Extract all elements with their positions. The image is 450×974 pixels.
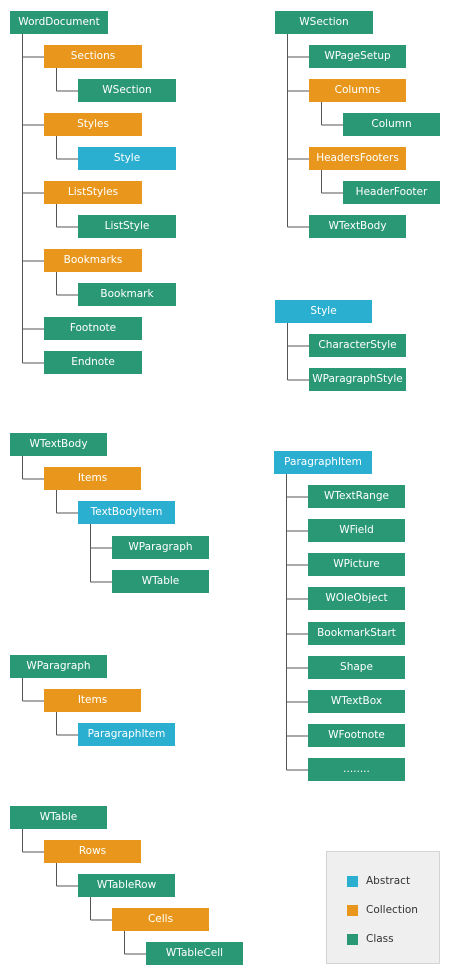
node-styles: Styles	[44, 113, 142, 136]
node-shape: Shape	[308, 656, 405, 679]
node-rows: Rows	[44, 840, 141, 863]
node-wsection: WSection	[78, 79, 176, 102]
node-wpagesetup: WPageSetup	[309, 45, 406, 68]
node-bookmark: Bookmark	[78, 283, 176, 306]
legend-swatch-abstract	[347, 875, 358, 887]
node-liststyles: ListStyles	[44, 181, 142, 204]
node-ellipsis: ........	[308, 758, 405, 781]
node-endnote: Endnote	[44, 351, 142, 374]
node-wpicture: WPicture	[308, 553, 405, 576]
node-wparagraph: WParagraph	[112, 536, 209, 559]
node-items: Items	[44, 467, 141, 490]
legend-item-abstract: Abstract	[347, 875, 410, 887]
node-woleobject: WOleObject	[308, 587, 405, 610]
node-worddocument: WordDocument	[10, 11, 108, 34]
node-wparagraphstyle: WParagraphStyle	[309, 368, 406, 391]
node-characterstyle: CharacterStyle	[309, 334, 406, 357]
node-sections: Sections	[44, 45, 142, 68]
node-wfootnote: WFootnote	[308, 724, 405, 747]
legend-label-collection: Collection	[366, 904, 418, 916]
node-paragraphitem: ParagraphItem	[274, 451, 372, 474]
node-wtablecell: WTableCell	[146, 942, 243, 965]
node-bookmarks: Bookmarks	[44, 249, 142, 272]
legend-swatch-class	[347, 933, 358, 945]
node-columns: Columns	[309, 79, 406, 102]
legend-label-abstract: Abstract	[366, 875, 411, 887]
node-wparagraph: WParagraph	[10, 655, 107, 678]
node-textbodyitem: TextBodyItem	[78, 501, 175, 524]
node-bookmarkstart: BookmarkStart	[308, 622, 405, 645]
node-headerfooter: HeaderFooter	[343, 181, 440, 204]
node-footnote: Footnote	[44, 317, 142, 340]
node-wtablerow: WTableRow	[78, 874, 175, 897]
node-style: Style	[78, 147, 176, 170]
legend-label-class: Class	[366, 933, 394, 945]
legend: Abstract Collection Class	[326, 851, 440, 964]
node-wsection: WSection	[275, 11, 373, 34]
node-items: Items	[44, 689, 141, 712]
node-cells: Cells	[112, 908, 209, 931]
legend-item-class: Class	[347, 933, 394, 945]
node-style: Style	[275, 300, 372, 323]
node-headersfooters: HeadersFooters	[309, 147, 406, 170]
node-liststyle: ListStyle	[78, 215, 176, 238]
node-wtextbody: WTextBody	[309, 215, 406, 238]
legend-item-collection: Collection	[347, 904, 418, 916]
node-wfield: WField	[308, 519, 405, 542]
node-wtextbody: WTextBody	[10, 433, 107, 456]
legend-swatch-collection	[347, 904, 358, 916]
node-column: Column	[343, 113, 440, 136]
node-paragraphitem: ParagraphItem	[78, 723, 175, 746]
node-wtextrange: WTextRange	[308, 485, 405, 508]
node-wtable: WTable	[10, 806, 107, 829]
node-wtextbox: WTextBox	[308, 690, 405, 713]
node-wtable: WTable	[112, 570, 209, 593]
